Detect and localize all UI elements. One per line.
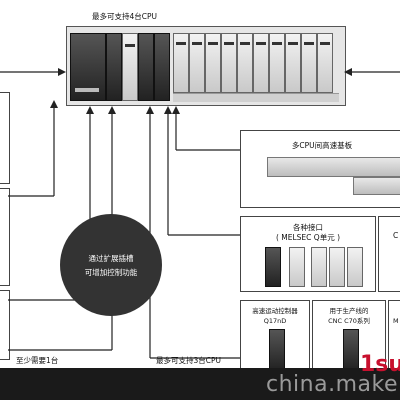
interface-module-5 bbox=[347, 247, 363, 287]
multi-cpu-base-box: 多CPU间高速基板 bbox=[240, 130, 400, 208]
multi-cpu-base-title: 多CPU间高速基板 bbox=[291, 141, 353, 150]
expansion-slot-callout: 通过扩展插槽 可增加控制功能 bbox=[60, 214, 162, 316]
io-module bbox=[269, 33, 285, 93]
interfaces-box: 各种接口 ( MELSEC Q单元 ) bbox=[240, 216, 376, 292]
brand-watermark: 1su bbox=[360, 352, 400, 377]
cpu-module-1 bbox=[106, 33, 122, 101]
io-module bbox=[301, 33, 317, 93]
base-unit-image-1 bbox=[267, 157, 400, 177]
interfaces-subtitle: ( MELSEC Q单元 ) bbox=[275, 233, 341, 242]
max-3-cpu-label: 最多可支持3台CPU bbox=[156, 356, 222, 365]
interface-module-3 bbox=[311, 247, 327, 287]
left-box-top bbox=[0, 92, 10, 184]
io-module bbox=[173, 33, 189, 93]
callout-line1: 通过扩展插槽 bbox=[88, 253, 134, 263]
left-box-bottom bbox=[0, 290, 10, 360]
controller-3-line1: M bbox=[393, 317, 399, 325]
interface-module-4 bbox=[329, 247, 345, 287]
interfaces-title: 各种接口 bbox=[293, 223, 323, 232]
cpu-module-2 bbox=[122, 33, 138, 101]
interface-module-1 bbox=[265, 247, 281, 287]
base-unit-image-2 bbox=[353, 177, 400, 195]
controller-box-1: 高速运动控制器 Q17nD bbox=[240, 300, 310, 371]
footer-bar bbox=[0, 368, 400, 400]
controller-1-line1: 高速运动控制器 bbox=[252, 307, 298, 315]
controller-box-2: 用于生产线的 CNC C70系列 bbox=[312, 300, 386, 371]
controller-2-line2: CNC C70系列 bbox=[328, 317, 370, 325]
plc-rack bbox=[66, 26, 346, 106]
base-rail bbox=[173, 93, 339, 102]
io-module bbox=[221, 33, 237, 93]
cpu-module-3 bbox=[138, 33, 154, 101]
io-module bbox=[205, 33, 221, 93]
controller-1-image bbox=[269, 329, 285, 371]
interface-module-2 bbox=[289, 247, 305, 287]
interfaces-right-label: C bbox=[393, 231, 399, 240]
io-module bbox=[317, 33, 333, 93]
controller-2-image bbox=[343, 329, 359, 371]
max-cpu-label: 最多可支持4台CPU bbox=[92, 12, 158, 21]
controller-2-line1: 用于生产线的 bbox=[329, 307, 369, 315]
controller-1-line2: Q17nD bbox=[263, 317, 287, 325]
io-module bbox=[237, 33, 253, 93]
callout-line2: 可增加控制功能 bbox=[84, 267, 138, 277]
cpu-module-4 bbox=[154, 33, 170, 101]
io-module bbox=[285, 33, 301, 93]
interfaces-box-right-partial: C bbox=[378, 216, 400, 292]
footer-watermark: china.make bbox=[266, 372, 398, 397]
left-box-middle bbox=[0, 188, 10, 286]
power-supply-module bbox=[70, 33, 106, 101]
min-cpu-label: 至少需要1台 bbox=[16, 356, 59, 365]
io-module bbox=[253, 33, 269, 93]
io-module bbox=[189, 33, 205, 93]
